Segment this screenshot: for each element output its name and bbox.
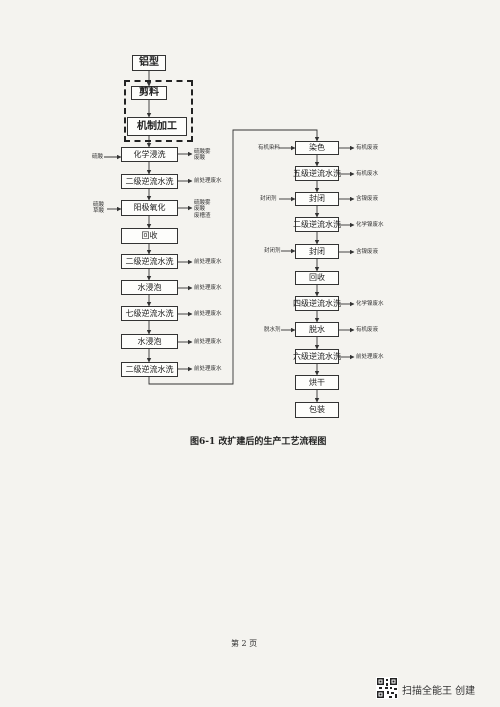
input-label-dehydrant: 脱水剂 xyxy=(264,327,281,333)
pre-processing-group xyxy=(124,80,193,142)
flow-step-two-stage-rinse-3: 二级逆流水洗 xyxy=(121,362,178,377)
figure-caption: 图6-1 改扩建后的生产工艺流程图 xyxy=(190,437,327,447)
flow-step-drying: 烘干 xyxy=(295,375,339,390)
output-item: 废槽渣 xyxy=(194,212,211,219)
flow-step-two-stage-rinse-2: 二级逆流水洗 xyxy=(121,254,178,269)
flow-step-two-stage-rinse-1: 二级逆流水洗 xyxy=(121,174,178,189)
flow-step-water-soak-1: 水浸泡 xyxy=(121,280,178,295)
output-item: 废酸 xyxy=(194,155,206,162)
flow-step-two-stage-rinse-right: 二级逆流水洗 xyxy=(293,217,341,232)
output-label-rinse-1: 前处理废水 xyxy=(194,178,222,184)
input-label-sealer-1: 封闭剂 xyxy=(260,196,277,202)
flow-step-four-stage-rinse: 四级逆流水洗 xyxy=(293,296,341,311)
input-label-dye: 有机染料 xyxy=(258,145,281,151)
qr-code-icon xyxy=(376,677,398,699)
input-label-sealer-2: 封闭剂 xyxy=(264,248,281,254)
output-label-rinse-right-2: 化学镍废水 xyxy=(356,222,384,228)
flow-step-cutting: 剪料 xyxy=(131,86,167,100)
flow-step-dehydration: 脱水 xyxy=(295,322,339,337)
output-label-rinse-6: 前处理废水 xyxy=(356,354,384,360)
flow-step-dyeing: 染色 xyxy=(295,141,339,155)
flow-step-anodizing: 阳极氧化 xyxy=(121,200,178,216)
output-label-anodizing: 硫酸雾 废酸 废槽渣 xyxy=(194,200,211,219)
output-label-seal-2: 含镍废液 xyxy=(356,249,379,255)
flow-step-chemical-wash: 化学浸洗 xyxy=(121,147,178,162)
output-item: 废酸 xyxy=(194,206,206,213)
flow-step-recovery-right: 回收 xyxy=(295,271,339,285)
output-label-chem-wash: 硫酸雾 废酸 xyxy=(194,149,211,162)
input-label-anodizing: 硫酸 草酸 xyxy=(93,202,104,215)
output-label-rinse-3: 前处理废水 xyxy=(194,366,222,372)
page-number: 第 2 页 xyxy=(231,639,258,648)
flow-step-recovery-left: 回收 xyxy=(121,228,178,244)
output-label-rinse-2: 前处理废水 xyxy=(194,259,222,265)
flow-step-machining: 机制加工 xyxy=(127,117,187,136)
input-item: 草酸 xyxy=(93,208,105,215)
input-label-sulfuric-acid: 硫酸 xyxy=(92,154,104,160)
flow-step-raw-material: 铝型 xyxy=(132,55,166,71)
flow-step-seven-stage-rinse: 七级逆流水洗 xyxy=(121,306,178,321)
output-label-rinse-5: 有机废水 xyxy=(356,171,379,177)
scanner-watermark: 扫描全能王 创建 xyxy=(402,686,476,697)
flow-step-water-soak-2: 水浸泡 xyxy=(121,334,178,349)
output-item: 硫酸雾 xyxy=(194,200,211,206)
input-item: 硫酸 xyxy=(93,202,105,208)
output-label-rinse-7: 前处理废水 xyxy=(194,311,222,317)
output-label-dehyd: 有机废液 xyxy=(356,327,379,333)
output-label-dye: 有机废液 xyxy=(356,145,379,151)
flow-step-five-stage-rinse: 五级逆流水洗 xyxy=(293,166,341,181)
output-label-soak-2: 前处理废水 xyxy=(194,339,222,345)
output-label-rinse-4: 化学镍废水 xyxy=(356,301,384,307)
flow-step-sealing-1: 封闭 xyxy=(295,192,339,206)
flow-step-packaging: 包装 xyxy=(295,402,339,418)
flow-step-six-stage-rinse: 六级逆流水洗 xyxy=(293,349,341,364)
output-label-soak-1: 前处理废水 xyxy=(194,285,222,291)
flow-step-sealing-2: 封闭 xyxy=(295,244,339,259)
output-label-seal-1: 含镍废液 xyxy=(356,196,379,202)
output-item: 硫酸雾 xyxy=(194,149,211,155)
